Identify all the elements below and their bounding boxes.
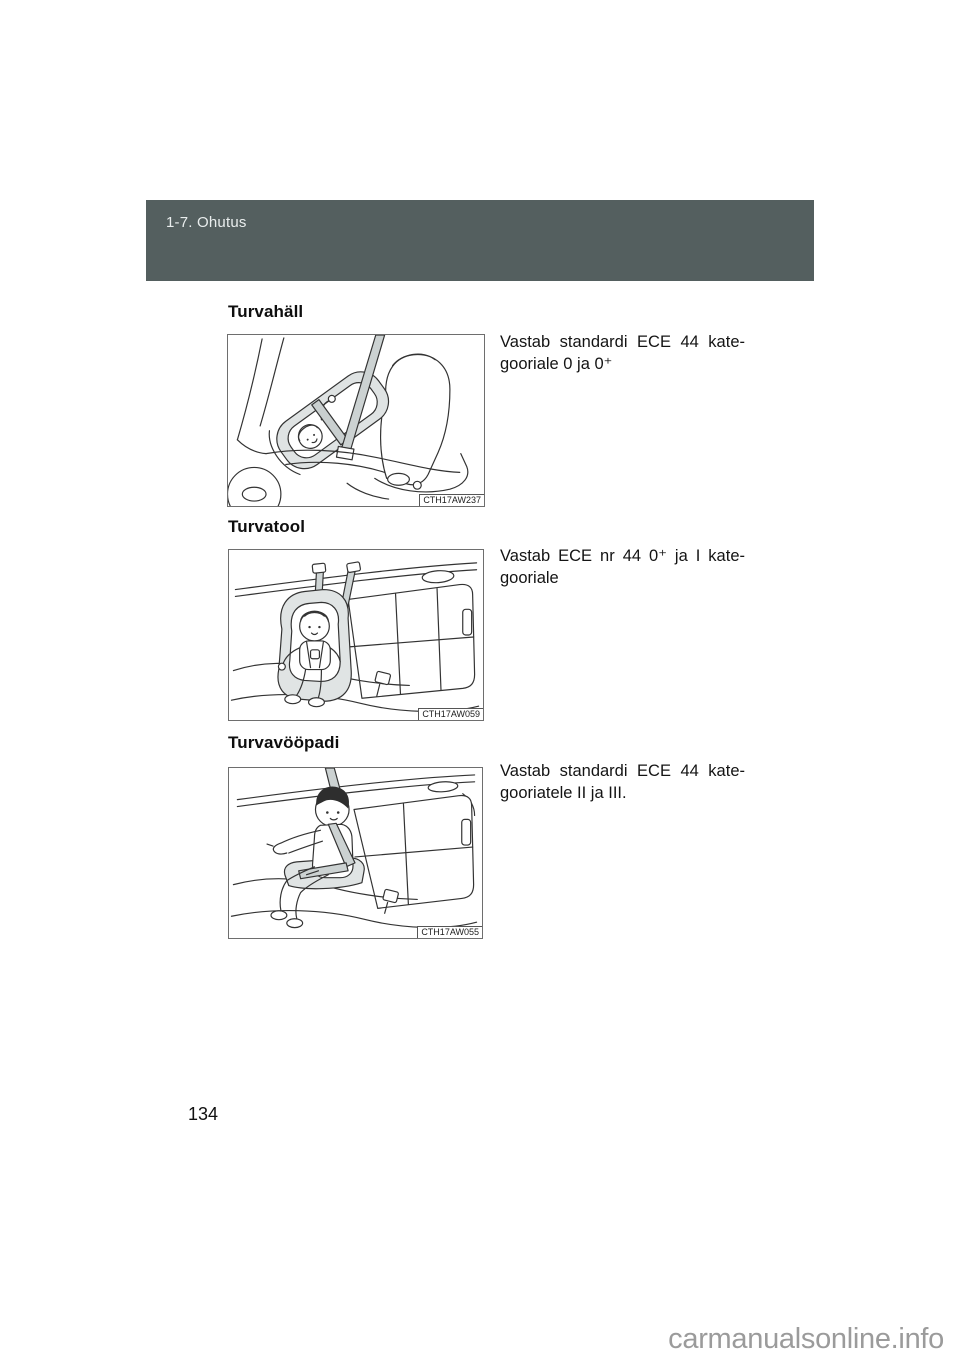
- figure-code-label: CTH17AW055: [417, 926, 482, 938]
- figure-rear-facing-infant-seat: CTH17AW237: [227, 334, 485, 507]
- figure-code-label: CTH17AW059: [418, 708, 483, 720]
- figure-booster-seat: CTH17AW055: [228, 767, 483, 939]
- description-turvavoopadi: Vastab standardi ECE 44 kate- gooriatele…: [500, 761, 745, 804]
- section-heading-turvatool: Turvatool: [228, 517, 306, 536]
- chapter-breadcrumb: 1-7. Ohutus: [166, 214, 247, 231]
- booster-seat-illustration: [230, 768, 478, 929]
- chapter-header-bar: 1-7. Ohutus: [146, 200, 814, 281]
- description-turvatool: Vastab ECE nr 44 0⁺ ja I kate- gooriale: [500, 546, 745, 589]
- forward-facing-child-seat-illustration: [230, 561, 480, 713]
- description-line: Vastab ECE nr 44 0⁺ ja I kate-: [500, 547, 745, 565]
- description-line: gooriatele II ja III.: [500, 783, 627, 802]
- section-heading-turvahall: Turvahäll: [228, 302, 304, 321]
- rear-facing-infant-seat-illustration: [228, 335, 469, 506]
- description-line: gooriale 0 ja 0⁺: [500, 354, 613, 373]
- page-number: 134: [188, 1104, 219, 1124]
- figure-forward-facing-child-seat: CTH17AW059: [228, 549, 484, 721]
- figure-code-label: CTH17AW237: [419, 494, 484, 506]
- description-turvahall: Vastab standardi ECE 44 kate- gooriale 0…: [500, 332, 745, 375]
- description-line: Vastab standardi ECE 44 kate-: [500, 333, 745, 351]
- description-line: gooriale: [500, 568, 559, 587]
- description-line: Vastab standardi ECE 44 kate-: [500, 762, 745, 780]
- section-heading-turvavoopadi: Turvavööpadi: [228, 733, 340, 752]
- watermark-text: carmanualsonline.info: [668, 1323, 944, 1355]
